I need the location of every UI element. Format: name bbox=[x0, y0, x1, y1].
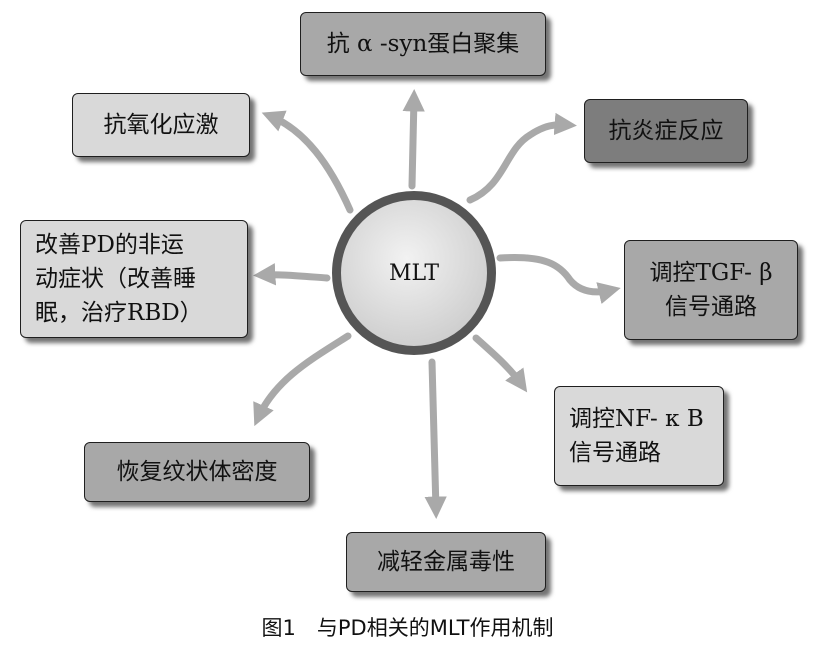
node-label: 抗氧化应激 bbox=[103, 112, 219, 138]
center-label: MLT bbox=[388, 260, 439, 286]
node-anti-aggregation: 抗 α -syn蛋白聚集 bbox=[300, 12, 546, 76]
arrow-to-nf-kb bbox=[472, 334, 528, 393]
center-node-mlt: MLT bbox=[332, 191, 496, 355]
node-label: 抗 α -syn蛋白聚集 bbox=[326, 31, 520, 57]
arrow-to-tgf-beta bbox=[496, 253, 621, 304]
node-antioxidant: 抗氧化应激 bbox=[72, 93, 250, 157]
node-metal-toxicity: 减轻金属毒性 bbox=[346, 532, 546, 592]
node-nf-kb: 调控NF- κ B 信号通路 bbox=[554, 386, 724, 486]
node-non-motor: 改善PD的非运 动症状（改善睡 眠，治疗RBD） bbox=[20, 220, 248, 338]
arrow-to-non-motor bbox=[253, 263, 331, 286]
arrow-to-anti-aggregation bbox=[402, 89, 425, 190]
arrow-to-circadian bbox=[253, 332, 352, 427]
node-label: 抗炎症反应 bbox=[608, 118, 724, 144]
node-label: 恢复纹状体密度 bbox=[116, 459, 278, 485]
node-circadian: 恢复纹状体密度 bbox=[84, 442, 310, 502]
node-label: 调控NF- κ B 信号通路 bbox=[569, 406, 704, 466]
arrow-to-antioxidant bbox=[261, 110, 354, 214]
node-tgf-beta: 调控TGF- β 信号通路 bbox=[624, 240, 798, 340]
figure-caption: 图1 与PD相关的MLT作用机制 bbox=[261, 616, 554, 640]
node-anti-inflammation: 抗炎症反应 bbox=[584, 99, 748, 163]
arrow-to-anti-inflammation bbox=[466, 112, 577, 204]
node-label: 调控TGF- β 信号通路 bbox=[649, 260, 773, 320]
arrow-to-metal-toxicity bbox=[424, 358, 447, 519]
node-label: 减轻金属毒性 bbox=[377, 549, 515, 575]
node-label: 改善PD的非运 动症状（改善睡 眠，治疗RBD） bbox=[35, 232, 203, 326]
